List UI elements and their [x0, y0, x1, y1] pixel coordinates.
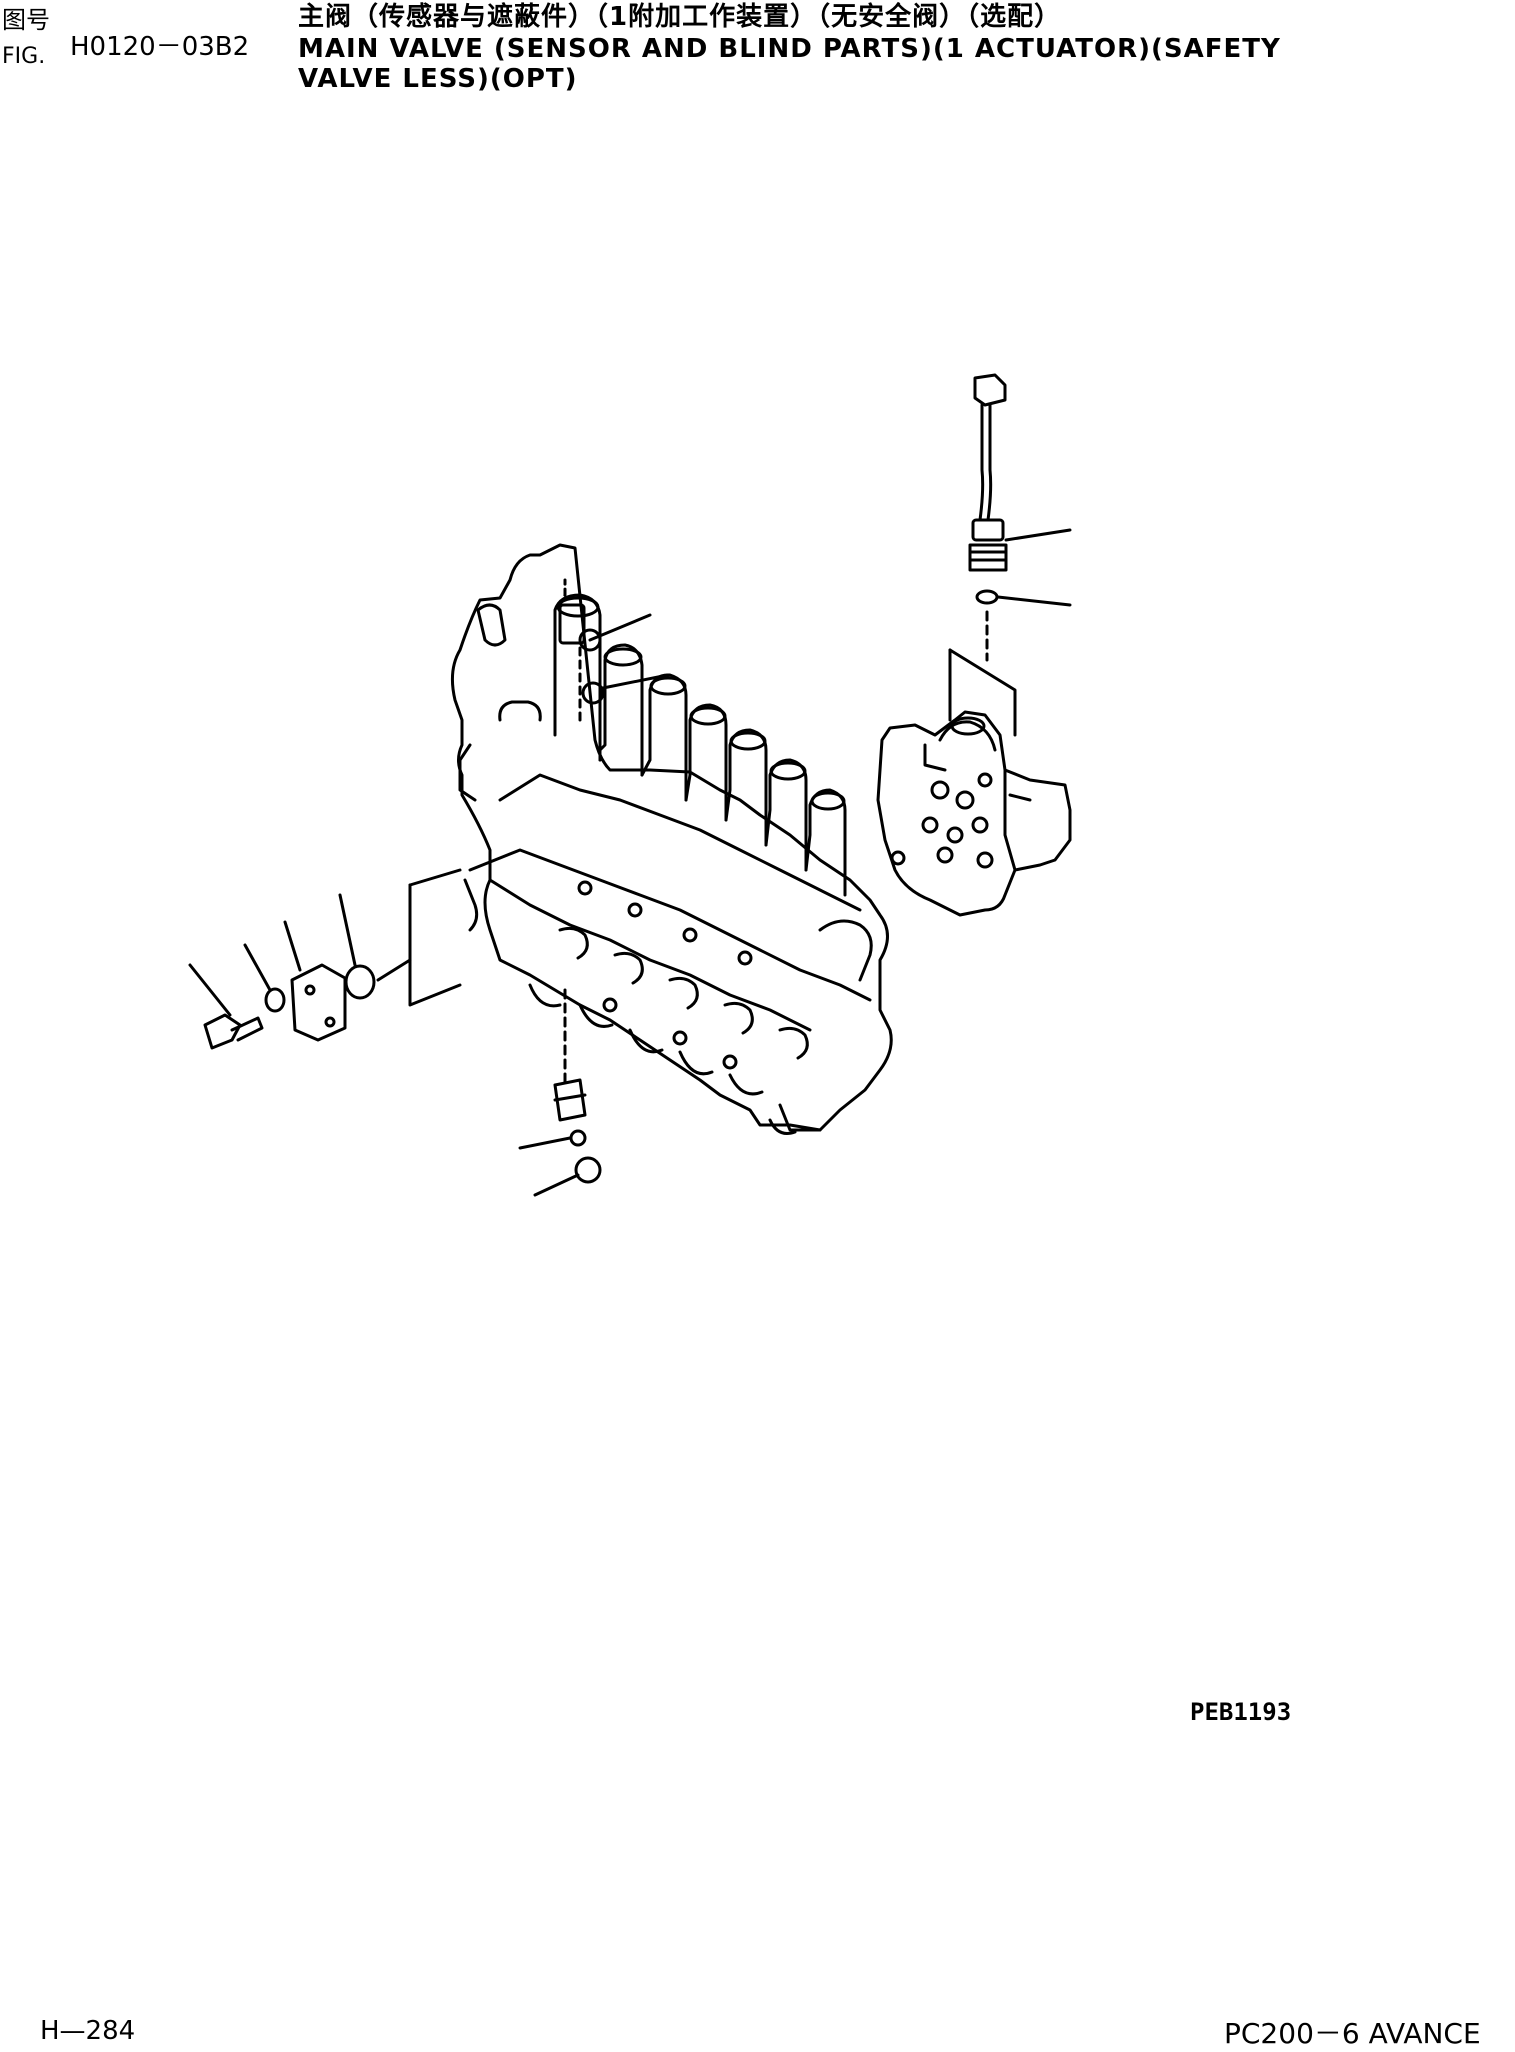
pressure-sensor-harness [968, 373, 1072, 662]
fig-label-cn: 图号 [2, 6, 50, 34]
drawing-code: PEB1193 [1190, 1698, 1292, 1726]
bottom-plug-assembly [518, 988, 602, 1197]
auxiliary-valve-block [876, 710, 1072, 917]
fig-label-en: FIG. [2, 44, 46, 69]
title-english-line2: VALVE LESS)(OPT) [298, 64, 578, 94]
top-plug-assembly [558, 578, 670, 722]
page-number: H—284 [40, 2016, 136, 2046]
aux-block-leader [948, 648, 1017, 737]
model-name: PC200－6 AVANCE [1224, 2017, 1481, 2050]
title-english-line1: MAIN VALVE (SENSOR AND BLIND PARTS)(1 AC… [298, 34, 1281, 64]
blind-plate-assembly [188, 868, 462, 1050]
title-chinese: 主阀（传感器与遮蔽件）（1附加工作装置）（无安全阀）（选配） [298, 2, 1062, 32]
fig-number: H0120－03B2 [70, 32, 250, 62]
main-valve-block [450, 543, 893, 1135]
